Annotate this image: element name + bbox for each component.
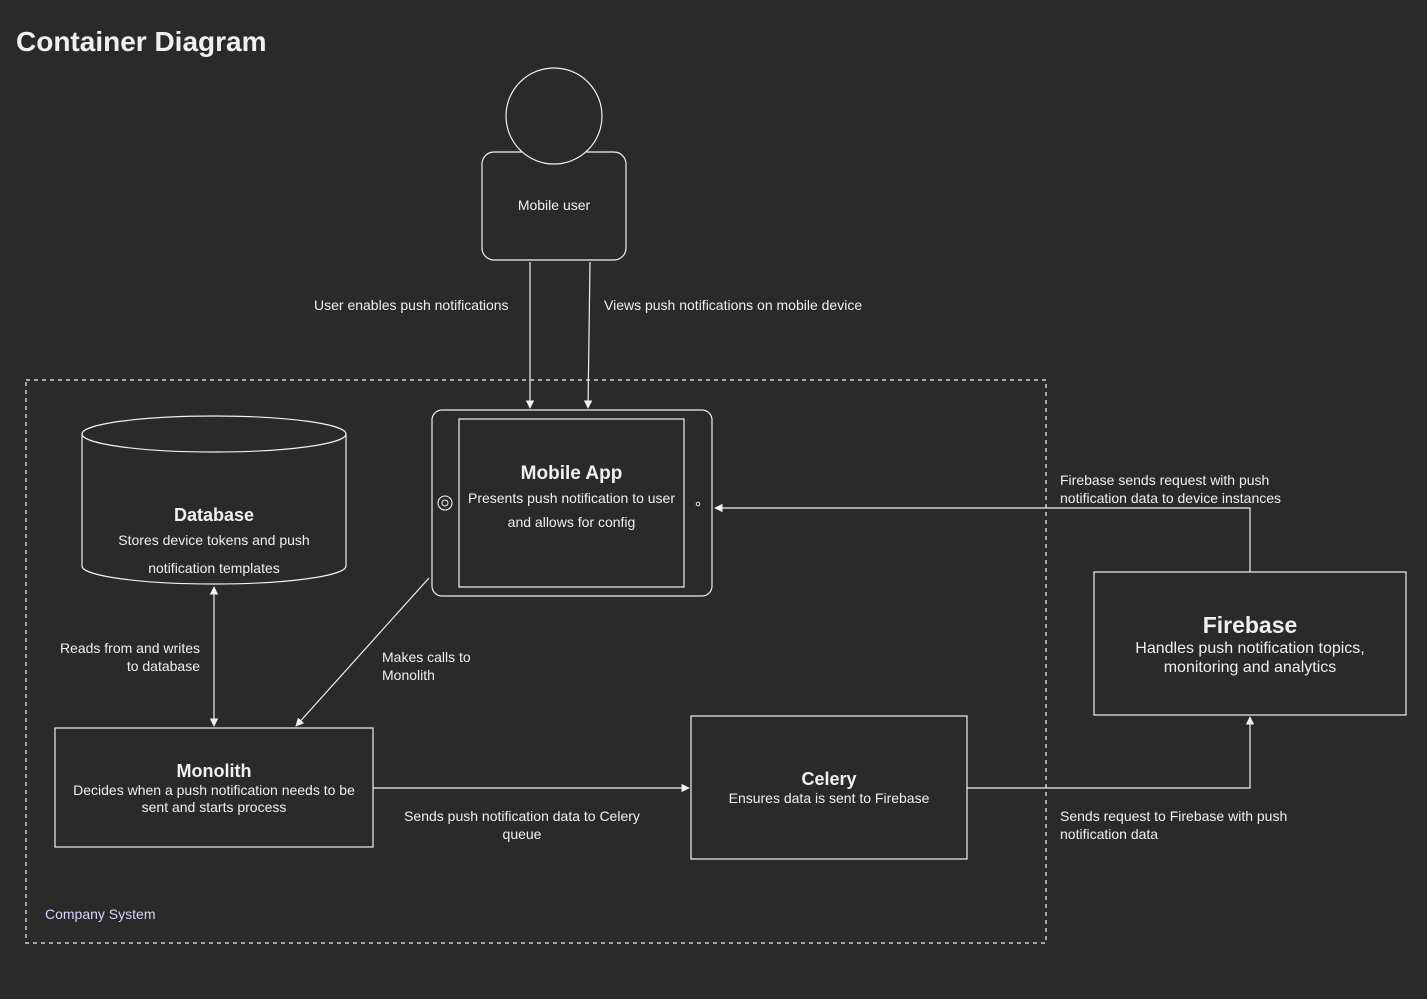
edge-views-push <box>583 261 593 409</box>
cylinder-body <box>81 434 347 585</box>
cylinder-top <box>81 415 347 453</box>
celery-title: Celery <box>801 769 857 789</box>
firebase-title: Firebase <box>1202 612 1298 638</box>
tablet-frame <box>431 409 713 597</box>
mobile-app-title: Mobile App <box>520 463 623 484</box>
celery-text: Celery Ensures data is sent to Firebase <box>696 768 962 813</box>
monolith-description: Decides when a push notification needs t… <box>73 782 355 815</box>
mobile-app-node[interactable] <box>431 409 713 597</box>
database-node[interactable] <box>81 415 347 585</box>
mobile-app-description: Presents push notification to user and a… <box>467 490 675 530</box>
edge-label-firebase-app: Firebase sends request with push notific… <box>1060 472 1282 506</box>
home-button-icon <box>437 495 453 511</box>
database-description: Stores device tokens and push notificati… <box>118 532 310 576</box>
tablet-screen <box>458 418 685 588</box>
edge-label-db-rw: Reads from and writes to database <box>59 640 200 674</box>
person-head <box>505 67 603 165</box>
firebase-description: Handles push notification topics, monito… <box>1135 640 1365 676</box>
edge-label-celery-firebase: Sends request to Firebase with push noti… <box>1060 808 1288 842</box>
edge-firebase-app <box>714 503 1251 572</box>
edge-label-views-push: Views push notifications on mobile devic… <box>604 297 863 313</box>
edge-celery-firebase <box>967 716 1255 789</box>
mobile-user-container: Mobile user <box>482 190 626 220</box>
edge-label-user-enables: User enables push notifications <box>314 297 509 313</box>
mobile-user-label: Mobile user <box>517 197 591 213</box>
edge-label-app-calls: Makes calls to Monolith <box>382 649 471 683</box>
home-button-inner-icon <box>441 499 449 507</box>
mobile-app-text: Mobile App Presents push notification to… <box>459 462 684 552</box>
monolith-text: Monolith Decides when a push notificatio… <box>60 760 368 820</box>
database-text: Database Stores device tokens and push n… <box>92 504 336 584</box>
camera-icon <box>695 501 701 507</box>
celery-description: Ensures data is sent to Firebase <box>728 790 930 806</box>
firebase-text: Firebase Handles push notification topic… <box>1097 612 1403 682</box>
page-title: Container Diagram <box>16 26 267 57</box>
monolith-title: Monolith <box>176 761 252 781</box>
edge-label-mono-celery: Sends push notification data to Celery q… <box>404 808 640 842</box>
edge-app-monolith <box>295 577 430 727</box>
mobile-user-person[interactable] <box>481 67 627 261</box>
boundary-label: Company System <box>45 906 156 922</box>
database-title: Database <box>173 505 255 525</box>
